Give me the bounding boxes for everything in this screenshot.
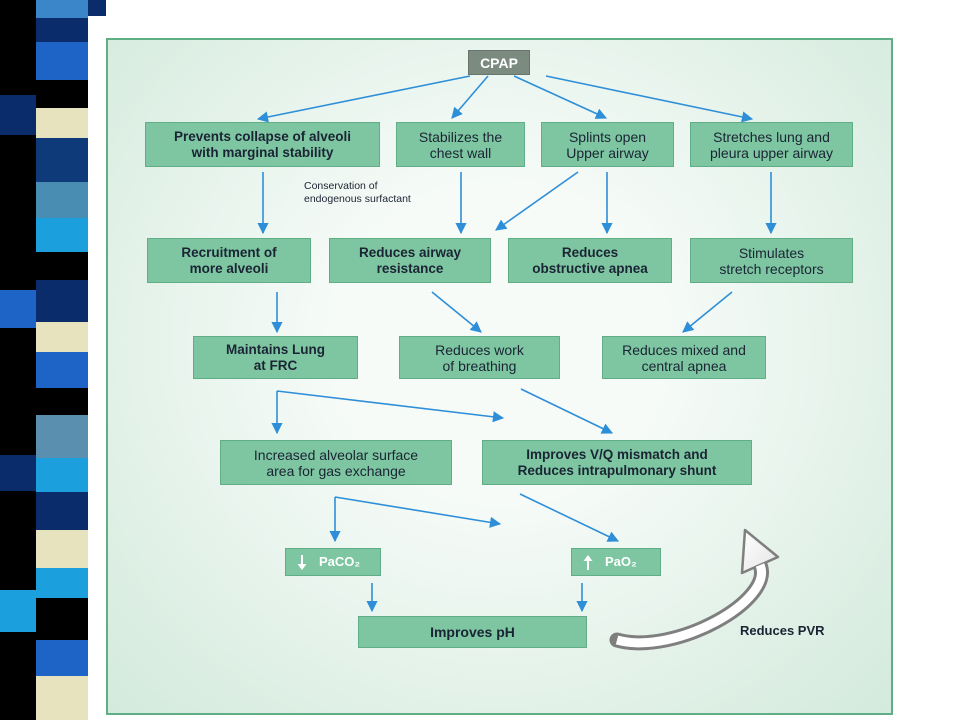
strip-block: [36, 42, 88, 80]
cpap-label: CPAP: [480, 54, 518, 71]
box-reduces-airway-resistance: Reduces airway resistance: [329, 238, 491, 283]
strip-block: [36, 530, 88, 568]
strip-block: [36, 640, 88, 676]
strip-block: [0, 95, 36, 135]
strip-block: [0, 590, 36, 632]
strip-block: [36, 108, 88, 138]
annotation-line: endogenous surfactant: [304, 193, 411, 205]
box-text-line: central apnea: [641, 357, 727, 374]
box-splints-upper-airway: Splints open Upper airway: [541, 122, 674, 167]
arrow-down-icon: [297, 554, 307, 570]
box-text-line: Reduces intrapulmonary shunt: [517, 462, 717, 478]
box-reduces-work-of-breathing: Reduces work of breathing: [399, 336, 560, 379]
strip-block: [36, 280, 88, 322]
box-text-line: obstructive apnea: [532, 260, 648, 276]
box-stimulates-stretch-receptors: Stimulates stretch receptors: [690, 238, 853, 283]
box-text-line: Splints open: [568, 128, 647, 145]
box-text-line: Improves V/Q mismatch and: [526, 446, 708, 462]
box-text-line: chest wall: [429, 144, 492, 161]
box-reduces-mixed-central-apnea: Reduces mixed and central apnea: [602, 336, 766, 379]
strip-block: [36, 0, 88, 18]
strip-block: [88, 0, 106, 16]
box-improves-vq: Improves V/Q mismatch and Reduces intrap…: [482, 440, 752, 485]
box-text-line: Reduces airway: [358, 244, 462, 260]
box-pao2: PaO₂: [571, 548, 661, 576]
box-text-line: Recruitment of: [181, 244, 277, 260]
box-recruitment: Recruitment of more alveoli: [147, 238, 311, 283]
box-text-line: stretch receptors: [719, 260, 824, 277]
box-text-line: Upper airway: [566, 144, 649, 161]
box-maintains-lung-frc: Maintains Lung at FRC: [193, 336, 358, 379]
left-decorative-strip: [0, 0, 106, 720]
pao2-label: PaO₂: [605, 554, 637, 569]
box-text-line: Reduces work: [435, 341, 524, 358]
box-text-line: area for gas exchange: [266, 462, 406, 479]
box-stretches-lung: Stretches lung and pleura upper airway: [690, 122, 853, 167]
box-text-line: Reduces: [561, 244, 619, 260]
box-text-line: Stretches lung and: [713, 128, 830, 145]
box-text-line: Reduces mixed and: [622, 341, 746, 358]
surfactant-annotation: Conservation of endogenous surfactant: [304, 180, 411, 206]
box-text-line: with marginal stability: [191, 144, 334, 160]
strip-block: [36, 415, 88, 458]
box-text-line: Increased alveolar surface: [253, 446, 419, 463]
strip-block: [36, 182, 88, 218]
box-text-line: resistance: [376, 260, 444, 276]
cpap-root-box: CPAP: [468, 50, 530, 75]
strip-block: [36, 218, 88, 252]
paco2-label: PaCO₂: [319, 554, 361, 569]
strip-block: [36, 352, 88, 388]
strip-block: [36, 458, 88, 492]
strip-block: [36, 492, 88, 530]
strip-block: [36, 568, 88, 598]
box-text-line: Stimulates: [738, 244, 805, 261]
box-text-line: at FRC: [253, 357, 298, 373]
box-paco2: PaCO₂: [285, 548, 381, 576]
annotation-line: Conservation of: [304, 180, 378, 192]
box-text-line: more alveoli: [189, 260, 269, 276]
box-prevents-collapse: Prevents collapse of alveoli with margin…: [145, 122, 380, 167]
strip-block: [36, 676, 88, 720]
box-stabilizes-chest-wall: Stabilizes the chest wall: [396, 122, 525, 167]
box-text-line: Maintains Lung: [226, 341, 325, 357]
improves-ph-label: Improves pH: [430, 624, 515, 640]
box-increased-alveolar-surface: Increased alveolar surface area for gas …: [220, 440, 452, 485]
reduces-pvr-text: Reduces PVR: [740, 623, 825, 638]
box-text-line: Stabilizes the: [418, 128, 503, 145]
box-text-line: Prevents collapse of alveoli: [173, 128, 352, 144]
box-reduces-obstructive-apnea: Reduces obstructive apnea: [508, 238, 672, 283]
box-improves-ph: Improves pH: [358, 616, 587, 648]
reduces-pvr-label: Reduces PVR: [740, 623, 825, 638]
strip-block: [0, 455, 36, 491]
strip-block: [0, 290, 36, 328]
box-text-line: pleura upper airway: [710, 144, 833, 161]
arrow-up-icon: [583, 554, 593, 570]
strip-block: [36, 322, 88, 352]
strip-block: [36, 138, 88, 182]
strip-block: [36, 18, 88, 42]
box-text-line: of breathing: [442, 357, 517, 374]
